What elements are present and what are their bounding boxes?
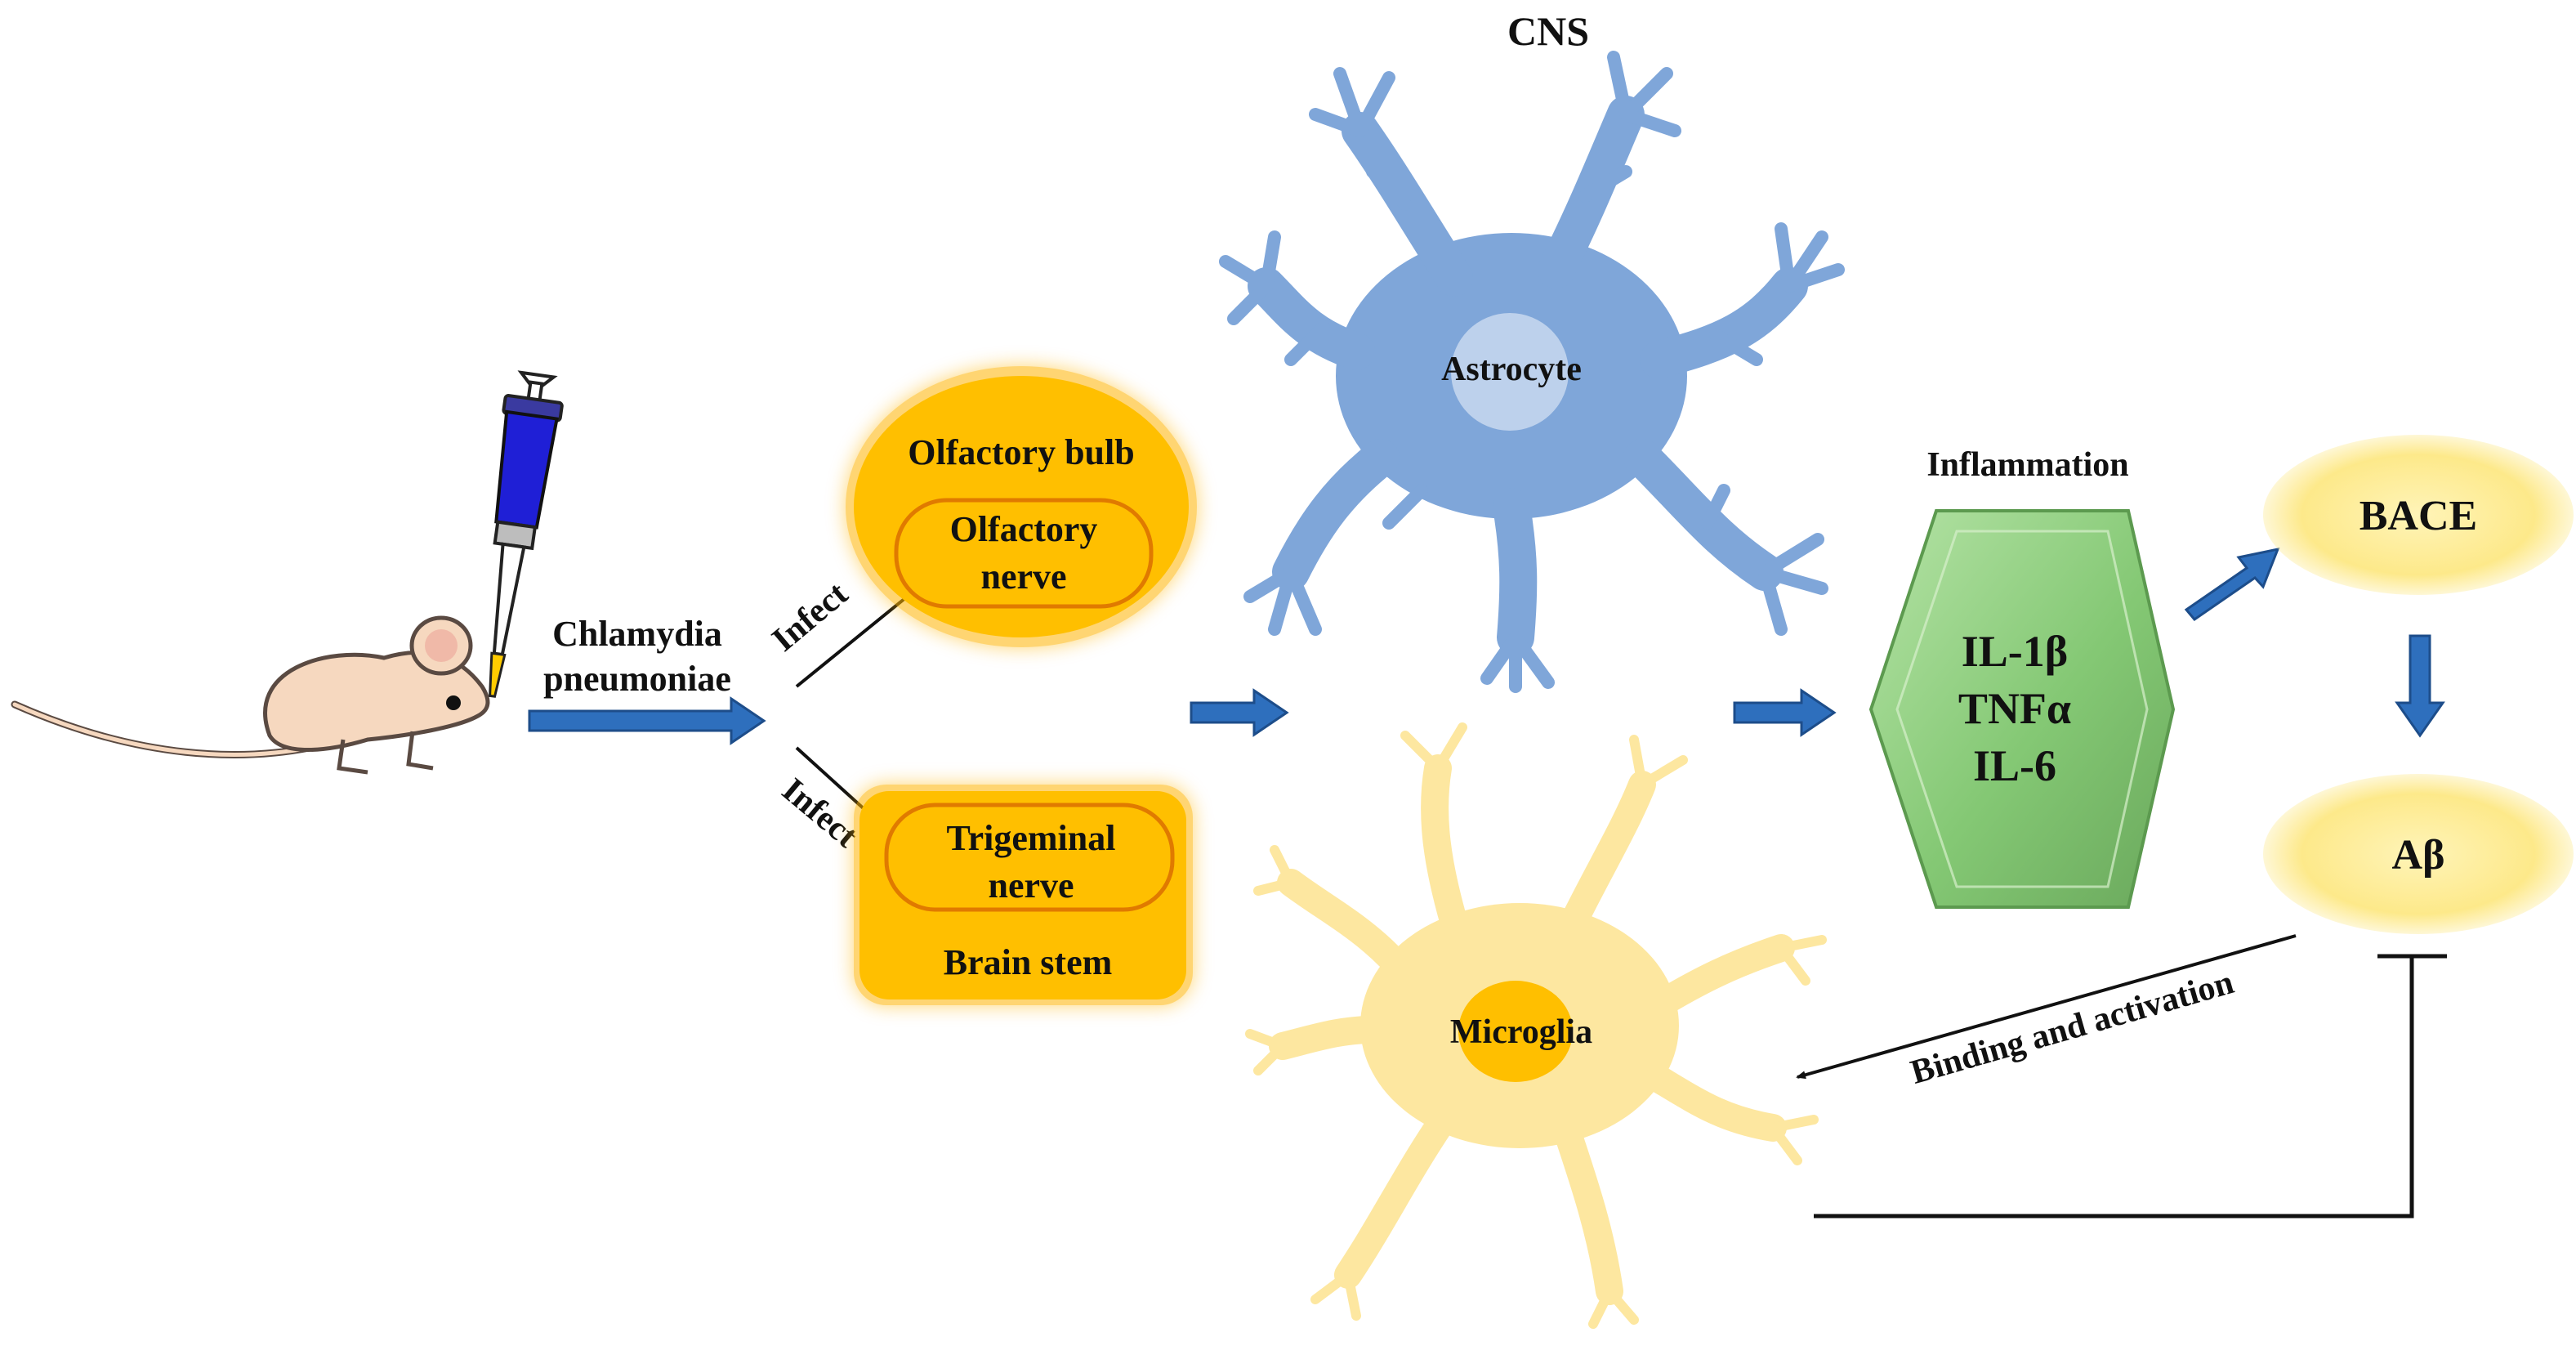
olfactory-nerve-line1: Olfactory xyxy=(950,509,1098,549)
astrocyte: Astrocyte xyxy=(1219,51,1845,693)
bace-node: BACE xyxy=(2263,435,2574,595)
arrow-abeta-to-microglia xyxy=(1796,934,2297,1080)
inhibition-line xyxy=(1814,954,2447,1219)
arrow-bace-to-abeta xyxy=(2395,634,2445,738)
pathogen-label-line1: Chlamydia xyxy=(552,614,722,654)
abeta-node: Aβ xyxy=(2263,774,2574,934)
abeta-label: Aβ xyxy=(2392,832,2445,879)
olfactory-bulb-label: Olfactory bulb xyxy=(908,432,1134,472)
bace-label: BACE xyxy=(2359,493,2477,539)
arrow-cns-to-inflammation xyxy=(1733,688,1837,737)
olfactory-bulb: Olfactory bulb Olfactory nerve xyxy=(846,366,1197,647)
inflammation-label: Inflammation xyxy=(1926,446,2128,484)
microglia: Microglia xyxy=(1245,722,1827,1329)
mouse-icon xyxy=(11,615,490,775)
arrow-inflammation-to-bace xyxy=(2184,547,2280,622)
cytokine-item: IL-1β xyxy=(1962,627,2068,676)
infect-label-lower: Infect xyxy=(775,771,864,856)
pipette-icon xyxy=(489,370,564,698)
brain-stem: Trigeminal nerve Brain stem xyxy=(854,785,1193,1005)
cytokine-item: TNFα xyxy=(1958,684,2071,733)
arrow-nerves-to-cns xyxy=(1190,688,1289,737)
arrow-pathogen-to-nerves xyxy=(528,696,766,745)
cytokine-item: IL-6 xyxy=(1973,741,2056,790)
cytokine-hexagon xyxy=(1868,509,2176,909)
feedback-label: Binding and activation xyxy=(1907,964,2238,1092)
cns-title: CNS xyxy=(1507,8,1589,54)
olfactory-nerve-line2: nerve xyxy=(980,557,1066,597)
microglia-label: Microglia xyxy=(1450,1013,1592,1051)
trigeminal-nerve-line2: nerve xyxy=(988,865,1074,906)
brain-stem-label: Brain stem xyxy=(944,942,1113,982)
trigeminal-nerve-line1: Trigeminal xyxy=(947,818,1116,858)
infect-label-upper: Infect xyxy=(766,575,855,660)
pathogen-label-line2: pneumoniae xyxy=(543,659,731,699)
astrocyte-label: Astrocyte xyxy=(1441,351,1582,388)
